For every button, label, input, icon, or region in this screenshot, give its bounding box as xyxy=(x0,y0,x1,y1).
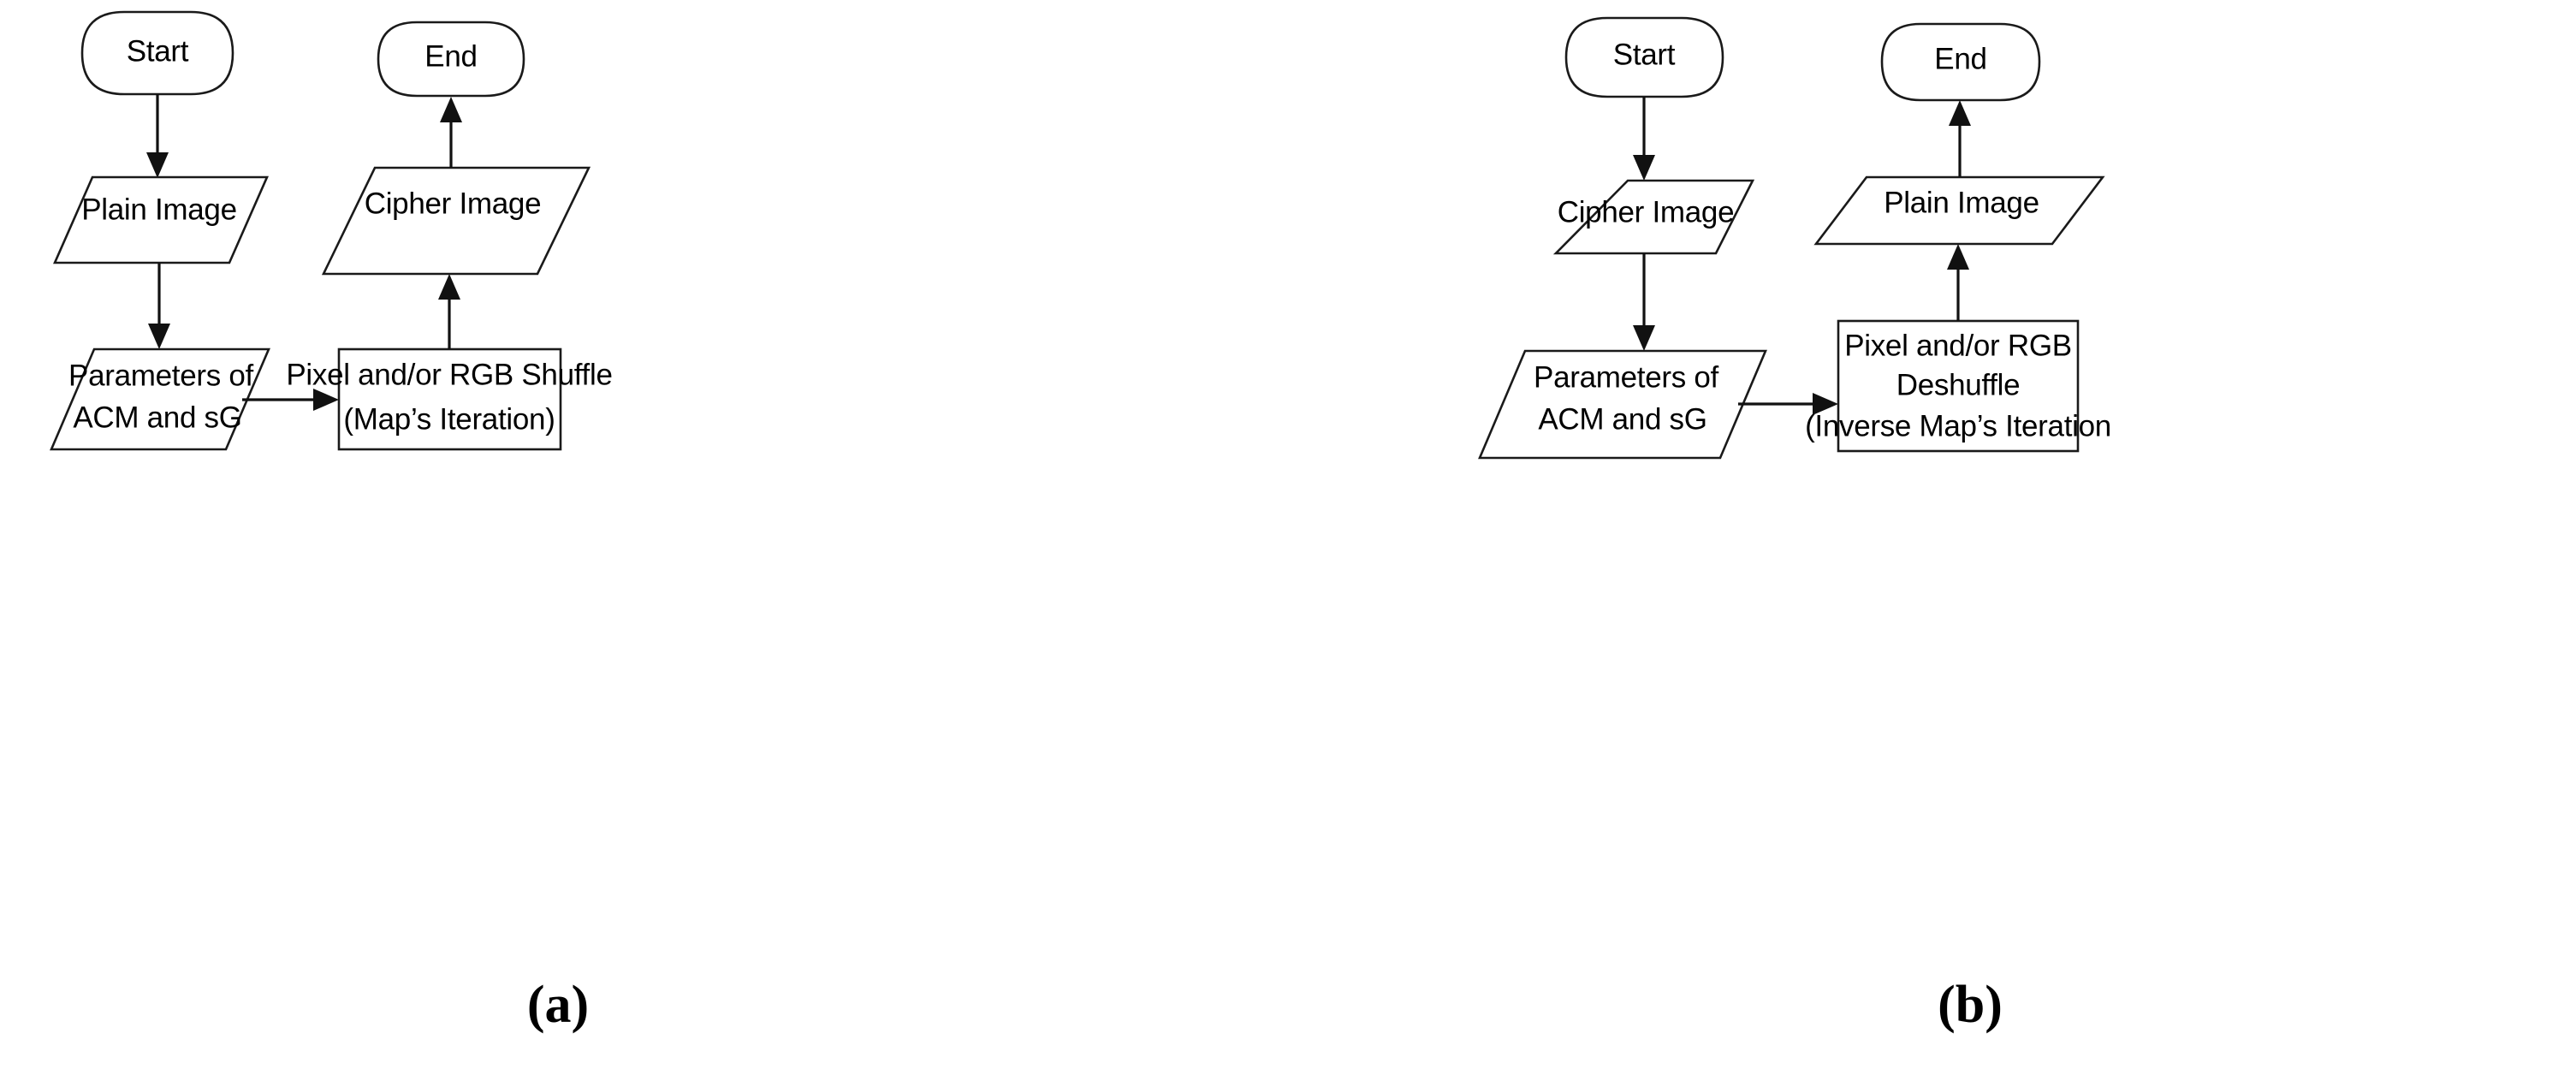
edge-b-start-to-cipher xyxy=(1633,97,1655,181)
node-b-plain-image[interactable]: Plain Image xyxy=(1813,175,2105,246)
edge-b-cipher-to-params xyxy=(1633,253,1655,351)
panel-b: Start Cipher Image Parameters of A xyxy=(1478,16,2111,1034)
node-a-shuffle-process[interactable]: Pixel and/or RGB Shuffle (Map’s Iteratio… xyxy=(286,347,613,451)
edge-b-params-to-process xyxy=(1738,393,1838,415)
node-b-start-label: Start xyxy=(1613,38,1676,71)
node-b-cipher-image[interactable]: Cipher Image xyxy=(1552,179,1755,255)
node-a-end[interactable]: End xyxy=(377,21,525,98)
node-a-parameters[interactable]: Parameters of ACM and sG xyxy=(50,347,270,451)
node-a-shuffle-process-label-line1: Pixel and/or RGB Shuffle xyxy=(286,358,612,391)
panel-a: Start Plain Image Parameters of AC xyxy=(50,10,613,1034)
node-a-cipher-image[interactable]: Cipher Image xyxy=(321,166,591,276)
node-b-start[interactable]: Start xyxy=(1564,16,1724,98)
node-b-parameters-label-line1: Parameters of xyxy=(1534,360,1718,394)
panel-a-caption: (a) xyxy=(527,976,589,1034)
edge-a-plain-to-params xyxy=(148,263,170,349)
edge-a-process-to-cipher xyxy=(438,274,460,349)
node-b-deshuffle-process[interactable]: Pixel and/or RGB Deshuffle (Inverse Map’… xyxy=(1805,319,2111,453)
node-b-deshuffle-process-label-line1: Pixel and/or RGB xyxy=(1844,329,2072,362)
edge-b-process-to-plain xyxy=(1947,244,1969,321)
node-b-plain-image-label: Plain Image xyxy=(1884,186,2039,219)
node-b-end[interactable]: End xyxy=(1880,22,2041,102)
edge-a-cipher-to-end xyxy=(440,97,462,168)
node-a-cipher-image-label: Cipher Image xyxy=(365,187,542,220)
node-a-plain-image-label: Plain Image xyxy=(81,193,237,226)
node-a-end-label: End xyxy=(424,39,477,73)
node-a-plain-image[interactable]: Plain Image xyxy=(53,175,269,264)
node-b-end-label: End xyxy=(1934,42,1986,75)
edge-b-plain-to-end xyxy=(1949,100,1971,177)
edge-a-params-to-process xyxy=(242,389,339,411)
node-a-start-label: Start xyxy=(127,34,189,68)
node-a-parameters-label-line2: ACM and sG xyxy=(73,401,241,434)
node-b-deshuffle-process-label-line3: (Inverse Map’s Iteration xyxy=(1805,409,2111,442)
edge-a-start-to-plain xyxy=(146,94,169,178)
node-a-parameters-label-line1: Parameters of xyxy=(68,359,253,392)
node-b-parameters[interactable]: Parameters of ACM and sG xyxy=(1478,349,1767,460)
node-b-deshuffle-process-label-line2: Deshuffle xyxy=(1896,368,2021,401)
node-b-cipher-image-label: Cipher Image xyxy=(1558,195,1735,229)
node-a-start[interactable]: Start xyxy=(80,10,234,96)
node-b-parameters-label-line2: ACM and sG xyxy=(1538,402,1706,436)
panel-b-caption: (b) xyxy=(1938,976,2003,1034)
node-a-shuffle-process-label-line2: (Map’s Iteration) xyxy=(343,402,555,436)
